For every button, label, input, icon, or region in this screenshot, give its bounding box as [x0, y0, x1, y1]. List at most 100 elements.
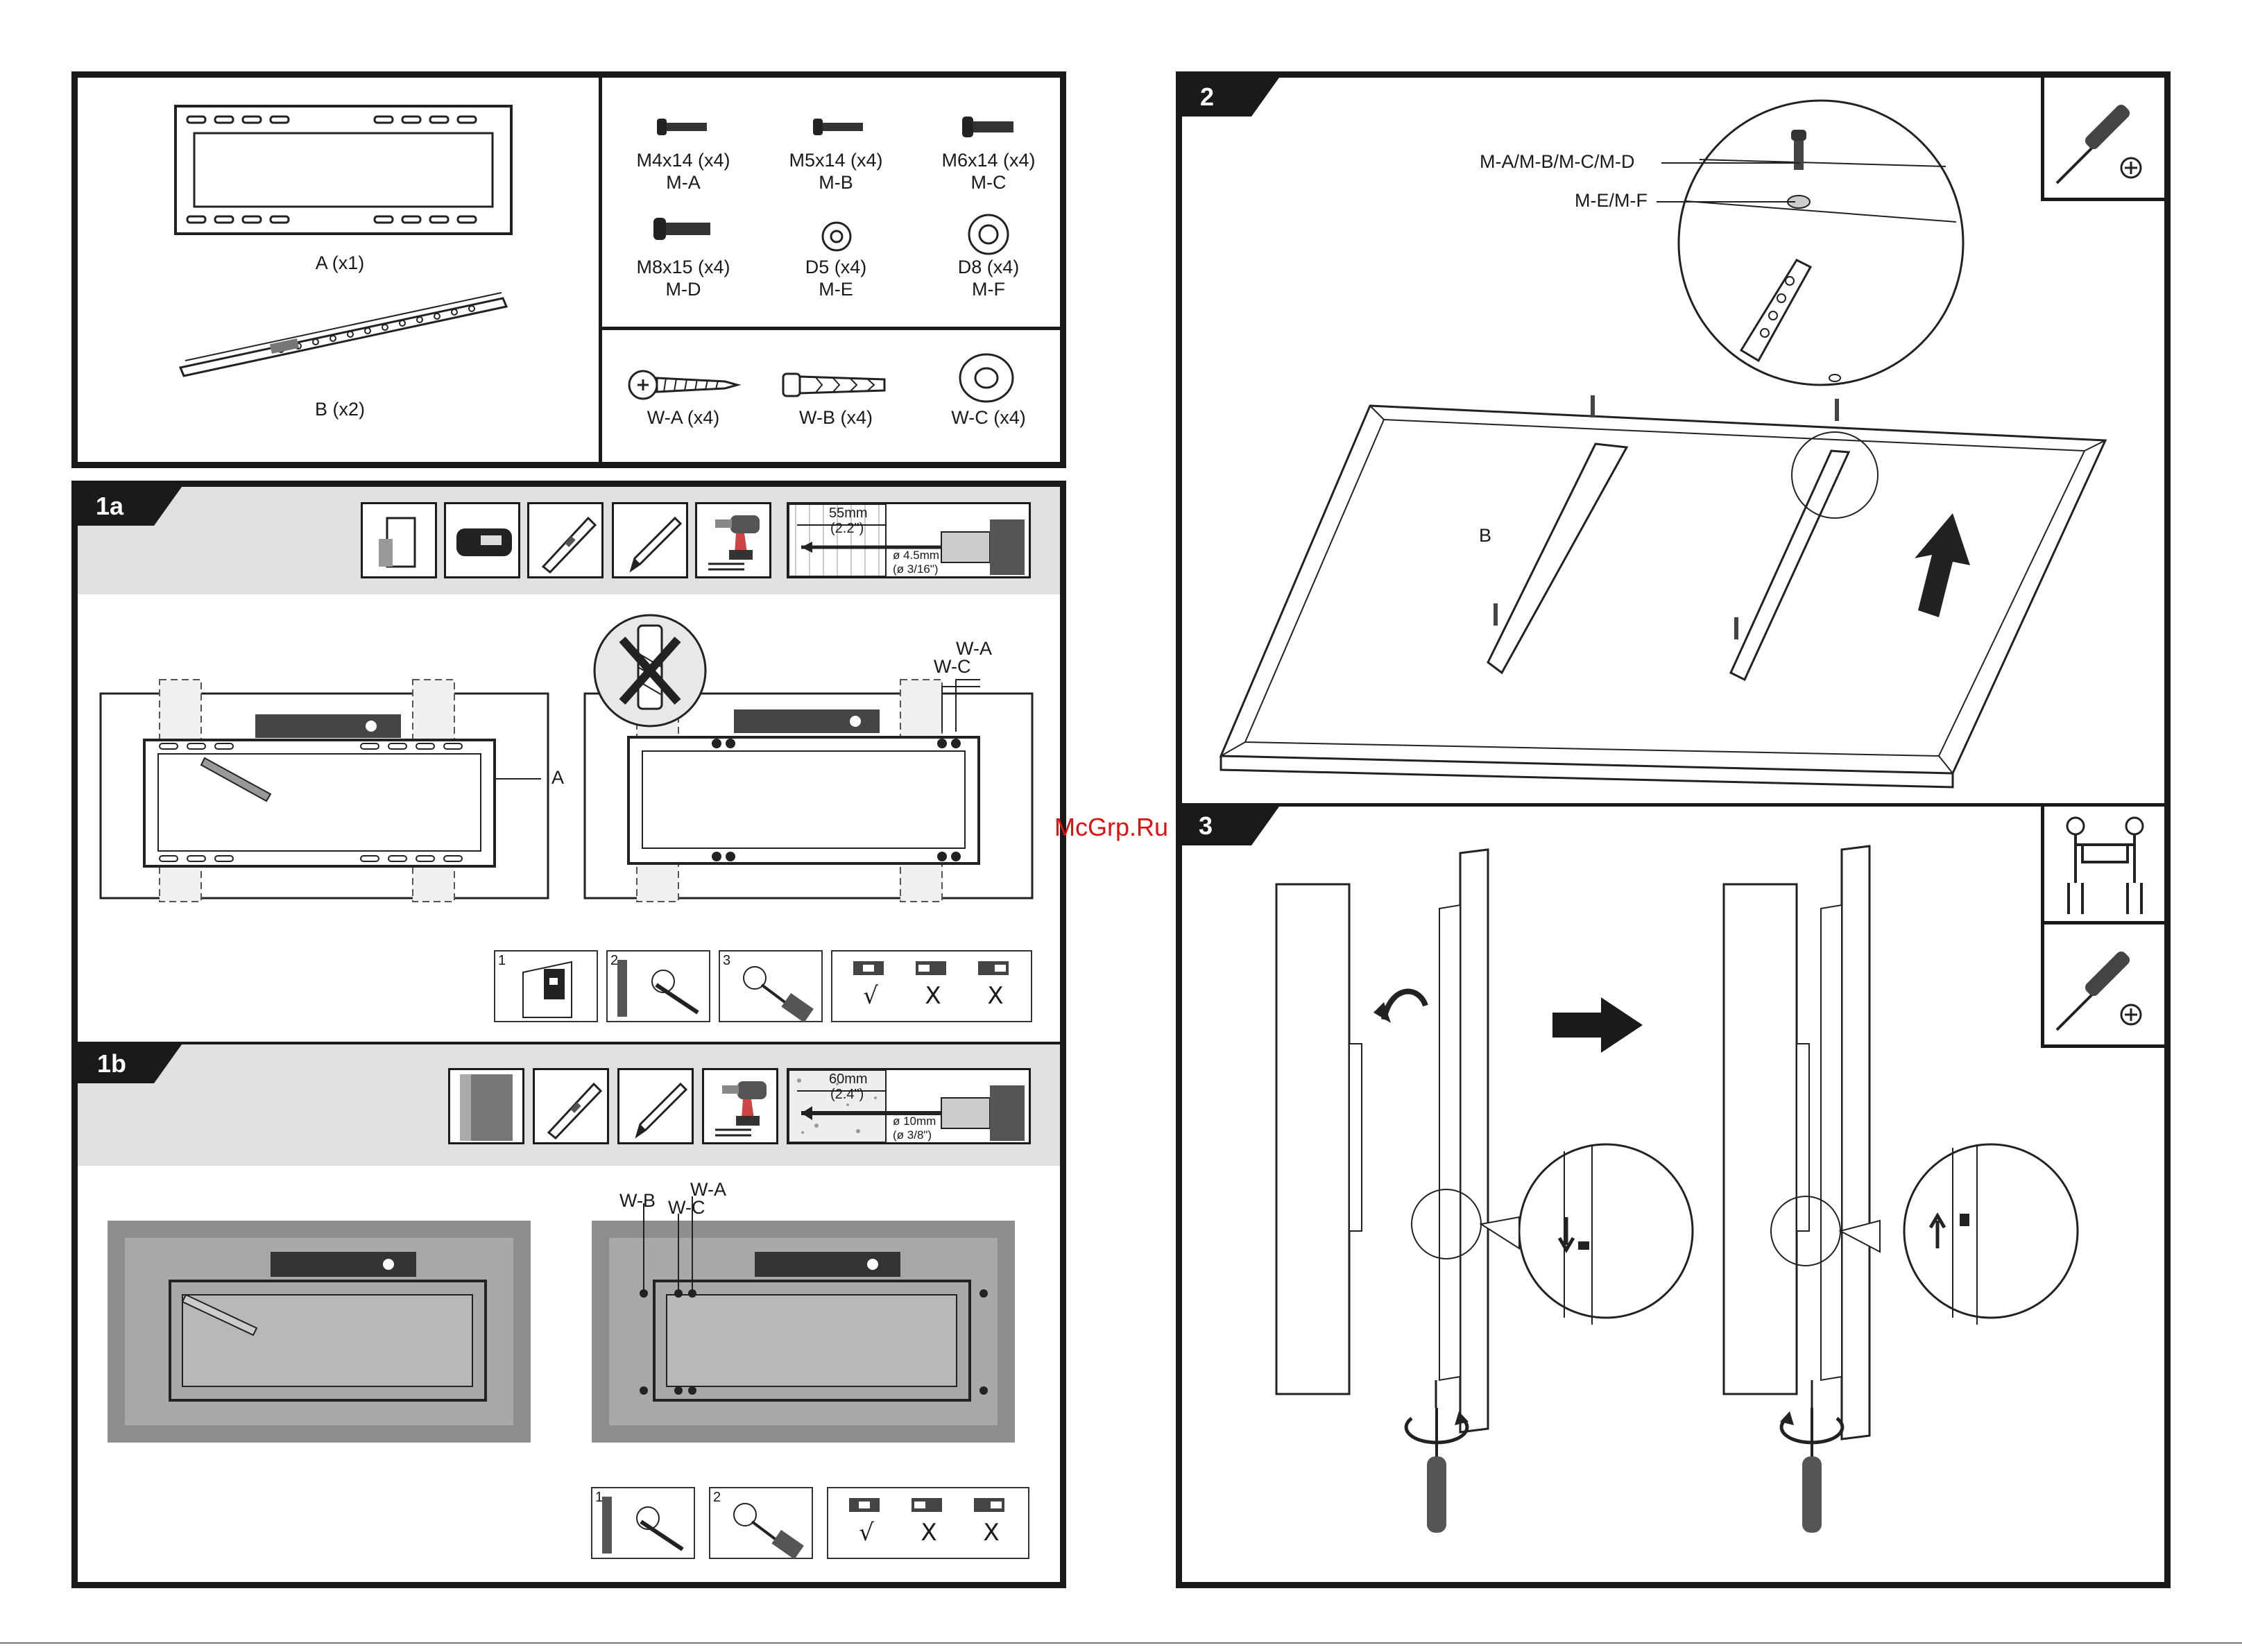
washer-m-f-icon	[966, 212, 1011, 257]
screw-m-b-code: M-B	[770, 172, 902, 193]
step-1b-number: 1b	[97, 1046, 126, 1082]
washer-w-c-icon	[957, 350, 1016, 406]
stud-finder-icon	[453, 525, 515, 560]
tv-back-panel	[1217, 395, 2112, 784]
bracket-a-label: A (x1)	[284, 252, 395, 274]
screw-m-d-code: M-D	[617, 279, 749, 300]
arm-b-drawing	[177, 291, 510, 381]
substep-1b-2: 2	[709, 1487, 813, 1559]
pencil-icon	[621, 511, 683, 574]
step-2-number: 2	[1200, 79, 1214, 115]
drill-bit-mm-1b: ø 10mm	[893, 1115, 936, 1128]
screw-m-c-code: M-C	[923, 172, 1054, 193]
drill-depth-diagram-1a: 55mm (2.2") ø 4.5mm (ø 3/16")	[787, 502, 1031, 578]
drill-depth-mm: 55mm	[829, 506, 868, 522]
level-ok-mark-1b: √	[849, 1519, 884, 1547]
drill-bit-mm: ø 4.5mm	[893, 549, 939, 562]
drill-hole-icon-1b	[717, 1494, 807, 1556]
anchor-w-b-icon	[780, 370, 891, 400]
parts-divider-vertical	[599, 75, 602, 465]
pencil-icon-1b	[626, 1077, 689, 1139]
step-2-tab	[1182, 78, 1279, 117]
callout-b: B	[1479, 525, 1491, 547]
drill-icon-1b	[710, 1074, 776, 1142]
substep-1a-1: 1	[494, 950, 598, 1022]
tool-drill	[695, 502, 771, 578]
drill-hole-icon	[727, 957, 817, 1019]
arm-b-label: B (x2)	[284, 399, 395, 420]
step-1b-tab	[78, 1044, 182, 1083]
parts-divider-horizontal	[602, 327, 1063, 330]
step-2-zoom-detail	[1672, 94, 1963, 399]
wall-stud-icon	[373, 515, 429, 570]
washer-m-e-size: D5 (x4)	[770, 257, 902, 278]
anchor-w-b-label: W-B (x4)	[770, 407, 902, 429]
tool-concrete-wall	[448, 1068, 524, 1144]
step-1b-concrete-wall-mark	[104, 1217, 534, 1446]
bracket-a-drawing	[173, 104, 513, 236]
tool-pencil	[612, 502, 688, 578]
page-bottom-rule	[0, 1642, 2242, 1644]
tool-stud-finder	[444, 502, 520, 578]
stud-finder-scan-icon	[516, 958, 592, 1019]
screw-m-b-size: M5x14 (x4)	[770, 150, 902, 171]
screw-m-a-size: M4x14 (x4)	[617, 150, 749, 171]
level-bubble-icons	[846, 960, 1020, 976]
callout-wb-1b: W-B	[619, 1190, 656, 1212]
tool-stud-finder-wall	[361, 502, 437, 578]
screw-m-d-icon	[652, 215, 714, 243]
washer-m-f-size: D8 (x4)	[923, 257, 1054, 278]
screw-m-a-icon	[656, 114, 711, 139]
level-wrong-mark-1: X	[916, 982, 950, 1010]
watermark: McGrp.Ru	[1054, 813, 1168, 842]
level-bubble-icons-1b	[842, 1497, 1016, 1513]
level-wrong-mark-1b-1: X	[912, 1519, 946, 1547]
callout-a: A	[551, 767, 564, 789]
substep-1a-3: 3	[719, 950, 823, 1022]
callout-m-screws: M-A/M-B/M-C/M-D	[1480, 151, 1634, 173]
tool-level	[527, 502, 604, 578]
callout-m-washers: M-E/M-F	[1575, 190, 1648, 212]
substep-1a-1-number: 1	[498, 953, 506, 969]
screw-m-c-icon	[961, 113, 1016, 141]
screw-m-b-icon	[812, 114, 867, 139]
no-anchor-icon	[591, 612, 709, 730]
drill-bit-in: (ø 3/16")	[893, 562, 939, 576]
step-3-next-arrow	[1552, 997, 1643, 1053]
washer-m-f-code: M-F	[923, 279, 1054, 300]
level-wrong-mark-1b-2: X	[974, 1519, 1009, 1547]
substep-1b-1: 1	[591, 1487, 695, 1559]
step-3-hang-tv	[1273, 839, 1772, 1554]
level-wrong-mark-2: X	[978, 982, 1013, 1010]
step-1a-wood-wall-mark	[97, 676, 555, 905]
drill-depth-mm-1b: 60mm	[829, 1072, 868, 1087]
substep-1a-2: 2	[606, 950, 710, 1022]
screw-m-c-size: M6x14 (x4)	[923, 150, 1054, 171]
drill-bit-in-1b: (ø 3/8")	[893, 1128, 932, 1142]
drill-depth-diagram-1b: 60mm (2.4") ø 10mm (ø 3/8")	[787, 1068, 1031, 1144]
mark-hole-icon	[615, 957, 705, 1019]
level-check-1a: √ X X	[831, 950, 1032, 1022]
step-1a-number: 1a	[96, 488, 123, 524]
level-icon-1b	[542, 1077, 604, 1139]
step-3-tab	[1182, 807, 1279, 845]
washer-m-e-code: M-E	[770, 279, 902, 300]
drill-depth-in-1b: (2.4")	[830, 1087, 864, 1103]
screw-m-a-code: M-A	[617, 172, 749, 193]
screwdriver-box-2	[2041, 78, 2164, 201]
step-1a-tab	[78, 487, 182, 526]
tool-level-1b	[533, 1068, 609, 1144]
wood-screw-w-a-label: W-A (x4)	[617, 407, 749, 429]
callout-wc-1a: W-C	[934, 656, 971, 678]
drill-depth-in: (2.2")	[830, 521, 864, 537]
step-3-number: 3	[1199, 808, 1213, 844]
step-1b-concrete-wall-mounted	[588, 1217, 1018, 1446]
level-ok-mark: √	[853, 982, 888, 1010]
wood-screw-w-a-icon	[628, 368, 739, 402]
callout-m-screws-line	[1661, 162, 1800, 164]
tool-drill-1b	[702, 1068, 778, 1144]
callout-wc-1b: W-C	[668, 1197, 705, 1219]
mark-hole-icon-1b	[599, 1494, 690, 1556]
washer-w-c-label: W-C (x4)	[923, 407, 1054, 429]
step-3-divider	[1182, 803, 2164, 807]
